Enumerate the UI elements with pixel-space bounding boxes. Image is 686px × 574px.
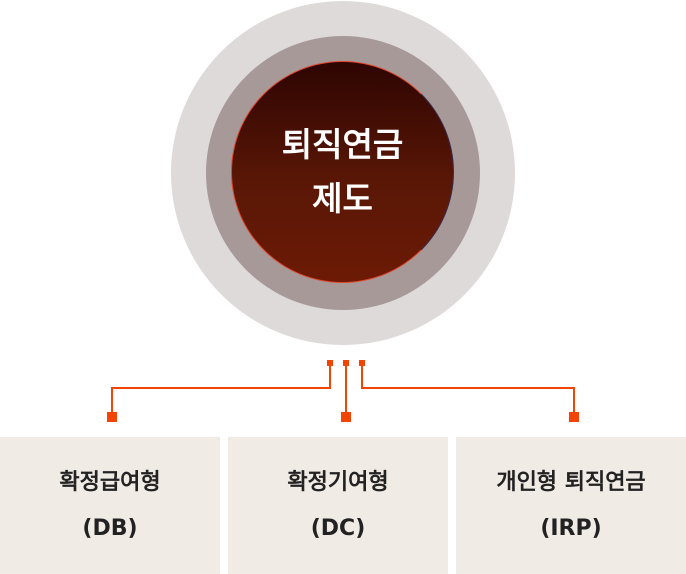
connector-line-irp (361, 363, 575, 414)
center-title-line1: 퇴직연금 (281, 125, 404, 164)
connector-line-db (111, 363, 331, 414)
type-abbr: (DB) (82, 515, 138, 541)
type-abbr: (DC) (310, 515, 366, 541)
connector-end (569, 412, 579, 422)
type-box-db: 확정급여형 (DB) (0, 437, 220, 574)
type-box-dc: 확정기여형 (DC) (228, 437, 448, 574)
type-box-irp: 개인형 퇴직연금 (IRP) (456, 437, 686, 574)
type-name: 개인형 퇴직연금 (496, 469, 646, 495)
center-circle: 퇴직연금 제도 (231, 61, 454, 283)
type-name: 확정급여형 (59, 469, 161, 495)
type-abbr: (IRP) (540, 515, 602, 541)
type-name: 확정기여형 (287, 469, 389, 495)
center-title-line2: 제도 (312, 179, 373, 218)
connector-end (107, 412, 117, 422)
connector-end (341, 412, 351, 422)
